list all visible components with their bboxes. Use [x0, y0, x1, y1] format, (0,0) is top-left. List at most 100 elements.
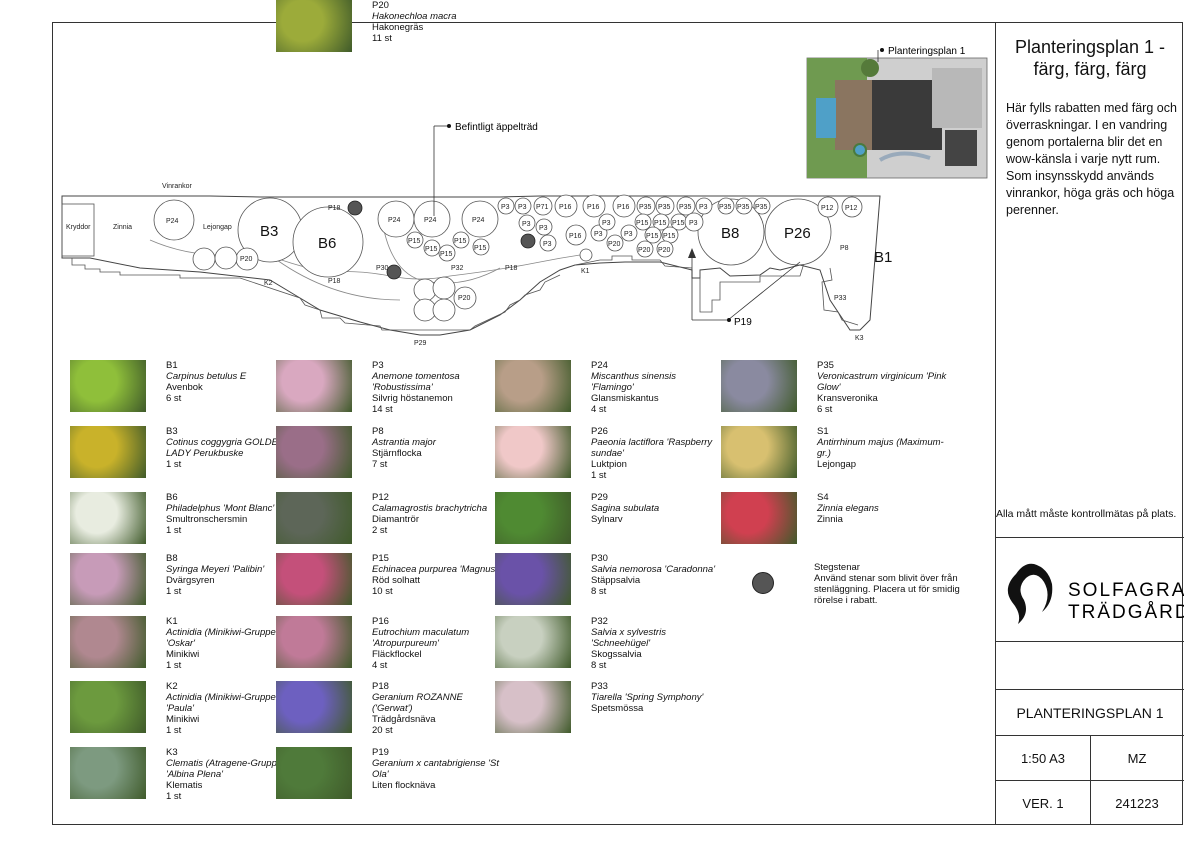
label-p16-2: P16	[587, 204, 600, 211]
circle-p15-9	[644, 226, 662, 244]
label-p15-1: P15	[408, 238, 421, 245]
plant-code: B6	[166, 492, 178, 503]
plant-photo	[495, 426, 571, 478]
p19-arrow	[688, 248, 696, 258]
stepping-stone-symbol	[752, 572, 774, 594]
plant-quantity: 1 st	[166, 791, 182, 802]
apple-tree-dot	[447, 124, 451, 128]
circle-p3-3	[695, 197, 713, 215]
plant-common-name: Dvärgsyren	[166, 575, 215, 586]
label-k1: K1	[581, 268, 590, 275]
version-row: VER. 1 241223	[996, 780, 1184, 825]
circle-p24-c	[413, 200, 451, 238]
label-p24-c: P24	[424, 217, 437, 224]
label-p18-c: P18	[505, 265, 518, 272]
circle-p20-c	[606, 234, 624, 252]
label-k2: K2	[264, 280, 273, 287]
scale: 1:50 A3	[996, 736, 1091, 780]
plant-latin-name: Actinidia (Minikiwi-Gruppen) 'Oskar'	[166, 627, 285, 649]
circle-p12-1	[817, 196, 839, 218]
circle-p20-d	[636, 240, 654, 258]
label-b1: B1	[874, 249, 892, 266]
label-p33: P33	[834, 295, 847, 302]
label-b6: B6	[318, 235, 336, 252]
site-plan-inset: Planteringsplan 1	[806, 46, 988, 179]
inset-tree-1	[861, 59, 879, 77]
plant-latin-name: Zinnia elegans	[817, 503, 879, 514]
logo-line2: TRÄDGÅRD	[1068, 602, 1184, 623]
plant-quantity: 11 st	[372, 33, 392, 44]
plant-common-name: Trädgårdsnäva	[372, 714, 436, 725]
inner-curve-3	[269, 254, 401, 301]
large-labels: B3 B6 B8 P26 B1	[260, 223, 892, 266]
plant-photo	[276, 747, 352, 799]
plant-common-name: Avenbok	[166, 382, 203, 393]
circle-p35-4	[717, 197, 735, 215]
inset-terrace	[835, 80, 875, 150]
label-p29: P29	[414, 340, 427, 347]
circle-a2	[214, 246, 238, 270]
plant-latin-name: Tiarella 'Spring Symphony'	[591, 692, 704, 703]
inset-hot-tub	[855, 145, 865, 155]
plant-latin-name: Cotinus coggygria GOLDEN LADY Perukbuske	[166, 437, 285, 459]
plant-photo	[495, 616, 571, 668]
plant-code: P19	[372, 747, 389, 758]
plant-quantity: 1 st	[166, 459, 182, 470]
label-p35-1: P35	[639, 204, 652, 211]
label-p3-3: P3	[699, 204, 708, 211]
label-p3-5: P3	[539, 225, 548, 232]
label-p26: P26	[784, 225, 811, 242]
plant-latin-name: Actinidia (Minikiwi-Gruppen) 'Paula'	[166, 692, 285, 714]
circle-p35-5	[735, 197, 753, 215]
drawing-sheet	[52, 22, 1183, 825]
title-block: Planteringsplan 1 - färg, färg, färg Här…	[995, 22, 1189, 825]
label-k3: K3	[855, 335, 864, 342]
plant-photo	[721, 492, 797, 544]
plant-photo	[276, 360, 352, 412]
stepping-stones	[347, 200, 536, 280]
label-p15-8: P15	[672, 220, 685, 227]
circle-p15-2	[423, 239, 441, 257]
plant-photo	[70, 553, 146, 605]
p19-dot	[727, 318, 731, 322]
plant-latin-name: Eutrochium maculatum 'Atropurpureum'	[372, 627, 470, 649]
plant-latin-name: Clematis (Atragene-Gruppen) 'Albina Plen…	[166, 758, 291, 780]
plant-quantity: 1 st	[166, 586, 182, 597]
plant-quantity: 6 st	[817, 404, 833, 415]
plant-latin-name: Carpinus betulus E	[166, 371, 247, 382]
version: VER. 1	[996, 781, 1091, 825]
inset-leader-dot	[880, 48, 884, 52]
plant-photo	[70, 616, 146, 668]
plant-latin-name: Sagina subulata	[591, 503, 660, 514]
label-p18-b: P18	[328, 278, 341, 285]
company-logo: SOLFAGRA TRÄDGÅRD	[1007, 563, 1189, 624]
sheet-description: Här fylls rabatten med färg och överrask…	[1006, 101, 1177, 217]
plant-latin-name: Astrantia major	[372, 437, 436, 448]
bed-right-edge	[821, 267, 859, 326]
plant-common-name: Smultronschersmin	[166, 514, 248, 525]
label-p20-c: P20	[608, 241, 621, 248]
label-p15-5: P15	[474, 245, 487, 252]
label-p3-4: P3	[522, 221, 531, 228]
plant-quantity: 1 st	[166, 660, 182, 671]
circle-p3-9	[620, 224, 638, 242]
plant-common-name: Klematis	[166, 780, 203, 791]
plant-common-name: Stjärnflocka	[372, 448, 422, 459]
circle-p16-3	[612, 194, 636, 218]
plant-code: P15	[372, 553, 389, 564]
